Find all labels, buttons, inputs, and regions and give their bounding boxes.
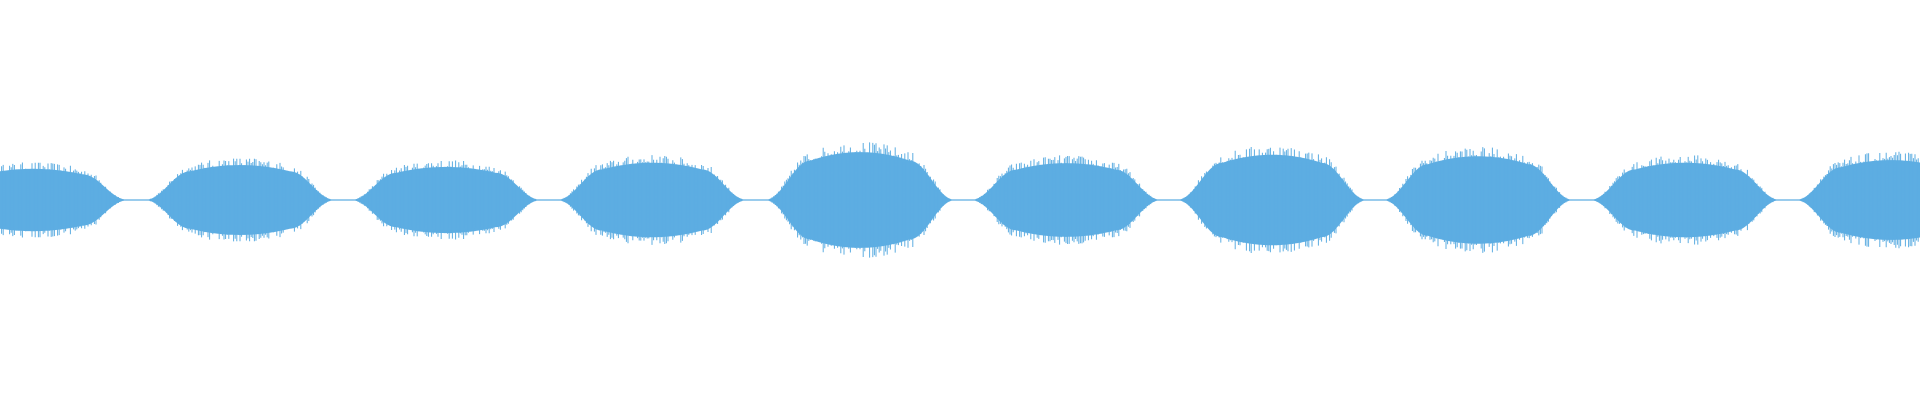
waveform-burst-texture (769, 142, 951, 258)
waveform-bursts (0, 142, 1920, 258)
waveform-burst-texture (975, 155, 1157, 245)
waveform-burst-texture (0, 162, 124, 238)
waveform-burst-texture (1387, 147, 1569, 253)
waveform-burst-texture (1800, 151, 1920, 249)
waveform-burst-texture (149, 158, 331, 242)
waveform-burst-texture (561, 155, 743, 245)
waveform-burst-texture (1594, 155, 1776, 245)
waveform-burst-texture (1181, 147, 1363, 253)
waveform-burst-texture (355, 160, 537, 240)
